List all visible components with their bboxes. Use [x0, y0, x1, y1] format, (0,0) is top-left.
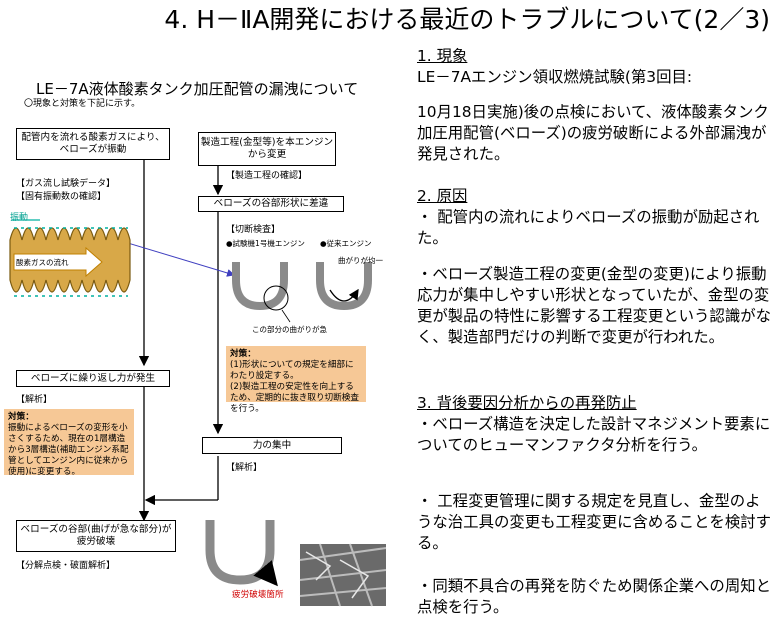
box-valley-fatigue-failure: ベローズの谷部(曲げが急な部分)が疲労破壊: [16, 520, 176, 552]
figure-title: LE－7A液体酸素タンク加圧配管の漏洩について: [36, 80, 359, 98]
label-uniform-bend: 曲がりが均一: [338, 256, 383, 265]
section-2-item2: ・ベローズ製造工程の変更(金型の変更)により振動応力が集中しやすい形状となってい…: [417, 265, 771, 346]
section-3-item2: ・ 工程変更管理に関する規定を見直し、金型のような治工具の変更も工程変更に含める…: [417, 492, 771, 552]
tag-natural-frequency: 【固有振動数の確認】: [16, 192, 107, 202]
section-1-heading: 1. 現象: [417, 47, 468, 65]
countermeasure-note-2: 対策： 振動によるベローズの変形を小さくするため、現在の1層構造から3層構造(補…: [4, 409, 134, 477]
figure-subtitle: 〇現象と対策を下記に示す。: [24, 99, 141, 109]
tag-process-check: 【製造工程の確認】: [226, 171, 308, 181]
box-oxygen-flow-vibration: 配管内を流れる酸素ガスにより、ベローズが振動: [16, 128, 170, 160]
section-1-body: 10月18日実施)後の点検において、液体酸素タンク加圧用配管(ベローズ)の疲労破…: [417, 103, 769, 163]
box-force-concentration: 力の集中: [202, 437, 342, 454]
box-process-change: 製造工程(金型等)を本エンジンから変更: [198, 132, 336, 166]
box-repeated-force: ベローズに繰り返し力が発生: [16, 370, 170, 387]
section-3-item3: ・同類不具合の再発を防ぐため関係企業への周知と点検を行う。: [417, 577, 771, 616]
section-3-item1: ・ベローズ構造を決定した設計マネジメント要素についてのヒューマンファクタ分析を行…: [417, 415, 771, 454]
tag-cut-inspection: 【切断検査】: [226, 225, 281, 235]
section-2-heading: 2. 原因: [417, 187, 468, 205]
countermeasure-2-body: 振動によるベローズの変形を小さくするため、現在の1層構造から3層構造(補助エンジ…: [8, 423, 129, 477]
section-1-line1: LE－7Aエンジン領収燃焼試験(第3回目:: [417, 68, 693, 86]
label-sharp-bend: この部分の曲がりが急: [252, 325, 327, 334]
countermeasure-1-body: (1)形状についての規定を細部にわたり設定する。 (2)製造工程の安定性を向上す…: [230, 360, 359, 414]
label-vibration: 振動: [10, 213, 29, 223]
legend-conventional-engine: ●従来エンジン: [320, 239, 372, 248]
tag-analysis-2: 【解析】: [226, 463, 263, 473]
page-title: 4. H－ⅡA開発における最近のトラブルについて(2／3): [164, 5, 770, 34]
legend-test-engine: ●試験機1号機エンジン: [226, 239, 305, 248]
flow-diagram-lines: [9, 160, 387, 607]
section-2-item1: ・ 配管内の流れによりベローズの振動が励起された。: [417, 208, 760, 247]
countermeasure-2-title: 対策：: [8, 412, 34, 422]
label-oxygen-flow: 酸素ガスの流れ: [16, 258, 69, 267]
tag-teardown-analysis: 【分解点検・破面解析】: [16, 561, 116, 571]
countermeasure-note-1: 対策： (1)形状についての規定を細部にわたり設定する。 (2)製造工程の安定性…: [226, 346, 366, 414]
section-3-heading: 3. 背後要因分析からの再発防止: [417, 394, 637, 412]
label-fatigue-point: 疲労破壊箇所: [232, 590, 284, 600]
box-valley-shape-difference: ベローズの谷部形状に差違: [198, 196, 344, 212]
bellows-drawing: [9, 219, 131, 297]
tag-analysis-1: 【解析】: [16, 395, 53, 405]
tag-gas-flow-test: 【ガス流し試験データ】: [16, 179, 116, 189]
countermeasure-1-title: 対策：: [230, 349, 256, 359]
